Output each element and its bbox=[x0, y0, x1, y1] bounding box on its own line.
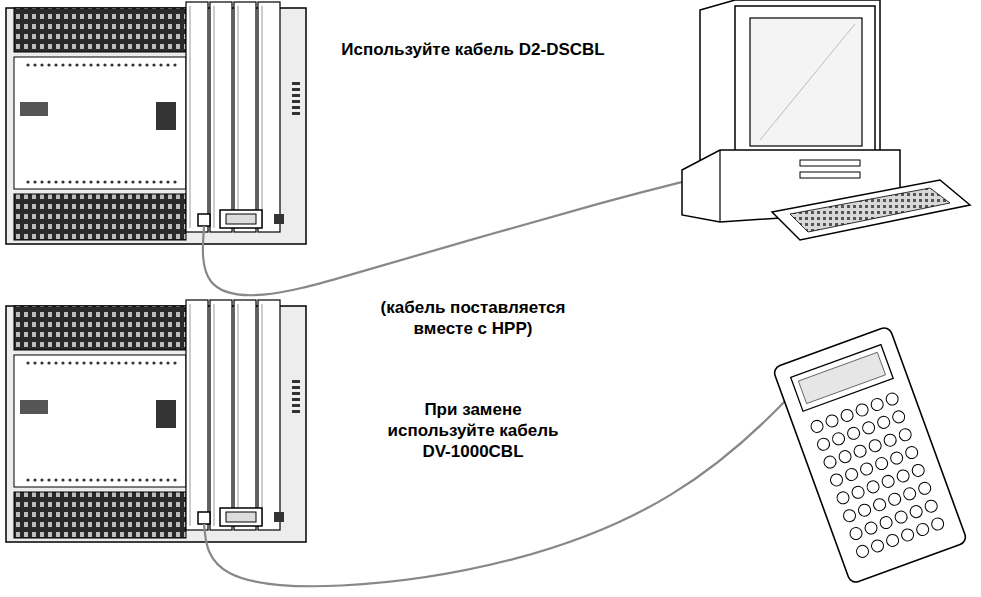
cable bbox=[204, 347, 831, 586]
cable bbox=[203, 180, 690, 295]
cable-note: Используйте кабель D2-DSCBL bbox=[320, 38, 626, 61]
computer bbox=[682, 0, 970, 240]
cables bbox=[203, 180, 831, 586]
plc-unit bbox=[6, 2, 306, 244]
cable-note: (кабель поставляется вместе с HPP) bbox=[360, 296, 586, 340]
plc-unit bbox=[6, 300, 306, 542]
cable-note: При замене используйте кабель DV-1000CBL bbox=[375, 398, 571, 463]
handheld-programmer bbox=[772, 326, 967, 585]
